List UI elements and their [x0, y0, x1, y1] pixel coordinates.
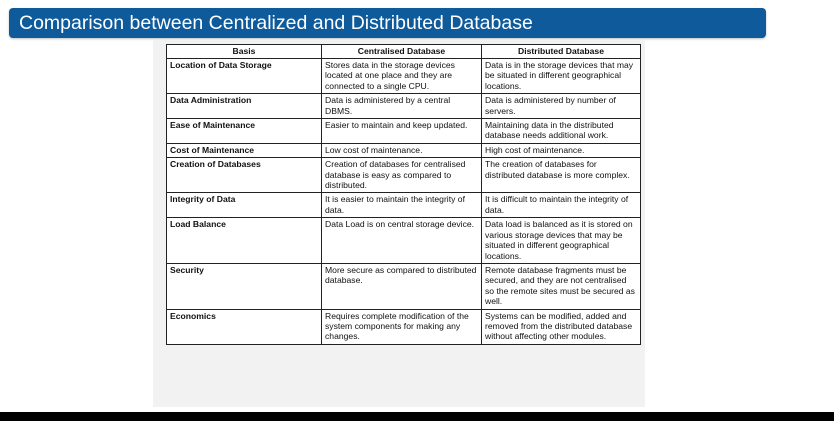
slide-title: Comparison between Centralized and Distr… — [19, 12, 533, 34]
bottom-black-bar — [0, 412, 834, 421]
header-distributed: Distributed Database — [481, 44, 641, 59]
row-centralised: Easier to maintain and keep updated. — [321, 118, 482, 144]
row-basis: Cost of Maintenance — [166, 142, 322, 159]
table-row: Ease of Maintenance Easier to maintain a… — [166, 118, 641, 144]
header-centralised: Centralised Database — [321, 44, 482, 59]
row-distributed: Systems can be modified, added and remov… — [481, 308, 641, 345]
table-row: Data Administration Data is administered… — [166, 93, 641, 120]
row-basis: Economics — [166, 308, 322, 345]
row-basis: Location of Data Storage — [166, 57, 322, 95]
row-centralised: It is easier to maintain the integrity o… — [321, 192, 482, 219]
row-distributed: Data load is balanced as it is stored on… — [481, 217, 641, 264]
row-distributed: Remote database fragments must be secure… — [481, 262, 641, 310]
row-basis: Security — [166, 262, 322, 310]
row-distributed: Data is administered by number of server… — [481, 93, 641, 120]
row-centralised: Stores data in the storage devices locat… — [321, 57, 482, 95]
row-centralised: Requires complete modification of the sy… — [321, 308, 482, 345]
row-centralised: Creation of databases for centralised da… — [321, 157, 482, 194]
comparison-table: Basis Centralised Database Distributed D… — [166, 44, 641, 345]
table-row: Security More secure as compared to dist… — [166, 262, 641, 310]
row-distributed: High cost of maintenance. — [481, 142, 641, 159]
row-centralised: Data Load is on central storage device. — [321, 217, 482, 264]
table-header-row: Basis Centralised Database Distributed D… — [166, 44, 641, 59]
row-centralised: More secure as compared to distributed d… — [321, 262, 482, 310]
row-basis: Creation of Databases — [166, 157, 322, 194]
table-row: Integrity of Data It is easier to mainta… — [166, 192, 641, 219]
row-centralised: Low cost of maintenance. — [321, 142, 482, 159]
row-distributed: It is difficult to maintain the integrit… — [481, 192, 641, 219]
table-row: Creation of Databases Creation of databa… — [166, 157, 641, 194]
row-distributed: The creation of databases for distribute… — [481, 157, 641, 194]
row-basis: Ease of Maintenance — [166, 118, 322, 144]
table-row: Cost of Maintenance Low cost of maintena… — [166, 142, 641, 159]
header-basis: Basis — [166, 44, 322, 59]
row-basis: Data Administration — [166, 93, 322, 120]
row-basis: Integrity of Data — [166, 192, 322, 219]
row-basis: Load Balance — [166, 217, 322, 264]
slide-title-bar: Comparison between Centralized and Distr… — [9, 8, 766, 38]
row-distributed: Data is in the storage devices that may … — [481, 57, 641, 95]
table-row: Location of Data Storage Stores data in … — [166, 57, 641, 95]
table-row: Load Balance Data Load is on central sto… — [166, 217, 641, 264]
row-centralised: Data is administered by a central DBMS. — [321, 93, 482, 120]
row-distributed: Maintaining data in the distributed data… — [481, 118, 641, 144]
table-row: Economics Requires complete modification… — [166, 308, 641, 345]
